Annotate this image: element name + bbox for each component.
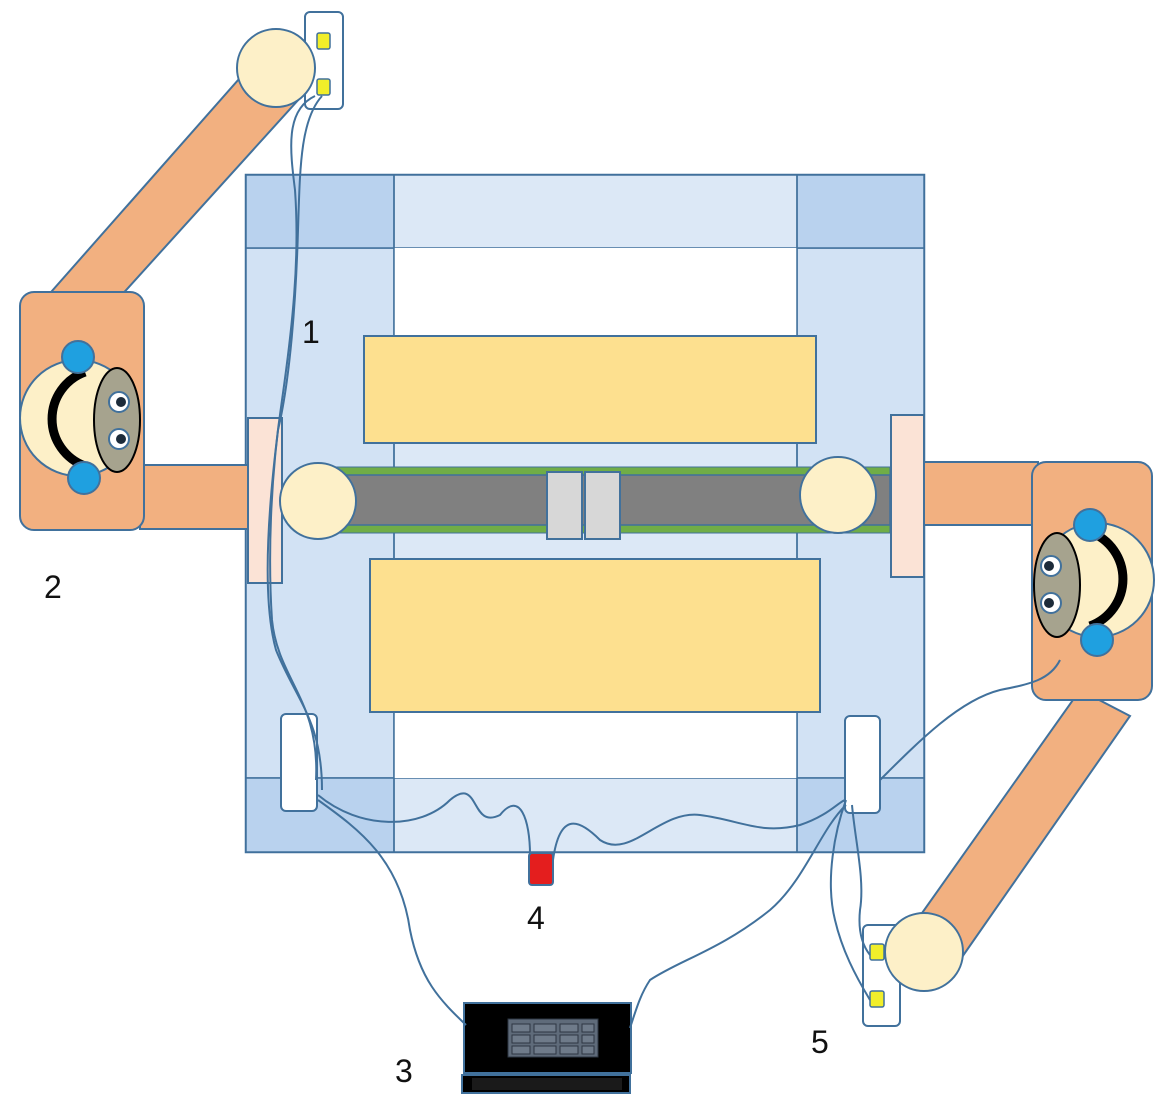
wire-left-clip-to-sensor	[317, 792, 531, 856]
frame-opening-bottom	[394, 712, 797, 778]
rail-joint-right	[799, 456, 877, 534]
wire-right-clip-to-housing	[879, 659, 1061, 781]
left-blue-dot-top	[61, 340, 95, 374]
right-led-lower	[869, 990, 885, 1008]
laptop-screen-graphic	[507, 1018, 599, 1058]
right-camera-black-arc	[1088, 527, 1128, 631]
wire-right-clip-to-connector-2	[851, 804, 871, 956]
label-2: 2	[44, 569, 62, 605]
wire-sensor-to-right-clip	[552, 799, 847, 861]
top-joint	[236, 28, 316, 108]
rail-slider-left	[546, 471, 583, 540]
frame-opening-top	[394, 248, 797, 336]
label-5: 5	[811, 1024, 829, 1060]
wire-right-clip-to-connector	[829, 799, 871, 1001]
right-horizontal-arm	[919, 461, 1039, 526]
rail-assembly	[321, 466, 891, 540]
frame-corner-bl	[245, 777, 395, 853]
left-camera-black-arc	[47, 367, 87, 471]
left-camera-lens-housing	[93, 367, 141, 473]
red-sensor	[528, 852, 554, 886]
frame-corner-tr	[796, 174, 925, 249]
wire-right-clip-to-laptop	[629, 804, 847, 1029]
frame-corner-tl	[245, 174, 395, 249]
right-camera-assembly	[1033, 508, 1155, 657]
label-4: 4	[527, 900, 545, 936]
left-horizontal-arm	[139, 464, 253, 530]
left-camera-assembly	[19, 340, 141, 495]
magnet-bottom	[369, 558, 821, 713]
bottom-right-joint	[884, 912, 964, 992]
right-led-upper	[869, 943, 885, 961]
wire-left-clip-to-laptop	[317, 799, 467, 1026]
right-blue-dot-top	[1073, 508, 1107, 542]
rail-slider-right	[584, 471, 621, 540]
right-blue-dot-bottom	[1080, 623, 1114, 657]
top-led-lower	[316, 78, 331, 96]
label-1: 1	[302, 314, 320, 350]
right-clamp-plate	[890, 414, 925, 578]
wire-top-to-left-clip	[269, 95, 318, 781]
magnet-top	[363, 335, 817, 444]
right-camera-lens-housing	[1033, 532, 1081, 638]
wire-top-to-left-clip-2	[266, 95, 323, 791]
laptop	[461, 1002, 632, 1094]
wires	[266, 95, 1061, 1029]
top-led-upper	[316, 32, 331, 50]
label-3: 3	[395, 1053, 413, 1089]
rail-joint-left	[279, 462, 357, 540]
right-wire-clip	[844, 715, 881, 814]
left-blue-dot-bottom	[67, 461, 101, 495]
